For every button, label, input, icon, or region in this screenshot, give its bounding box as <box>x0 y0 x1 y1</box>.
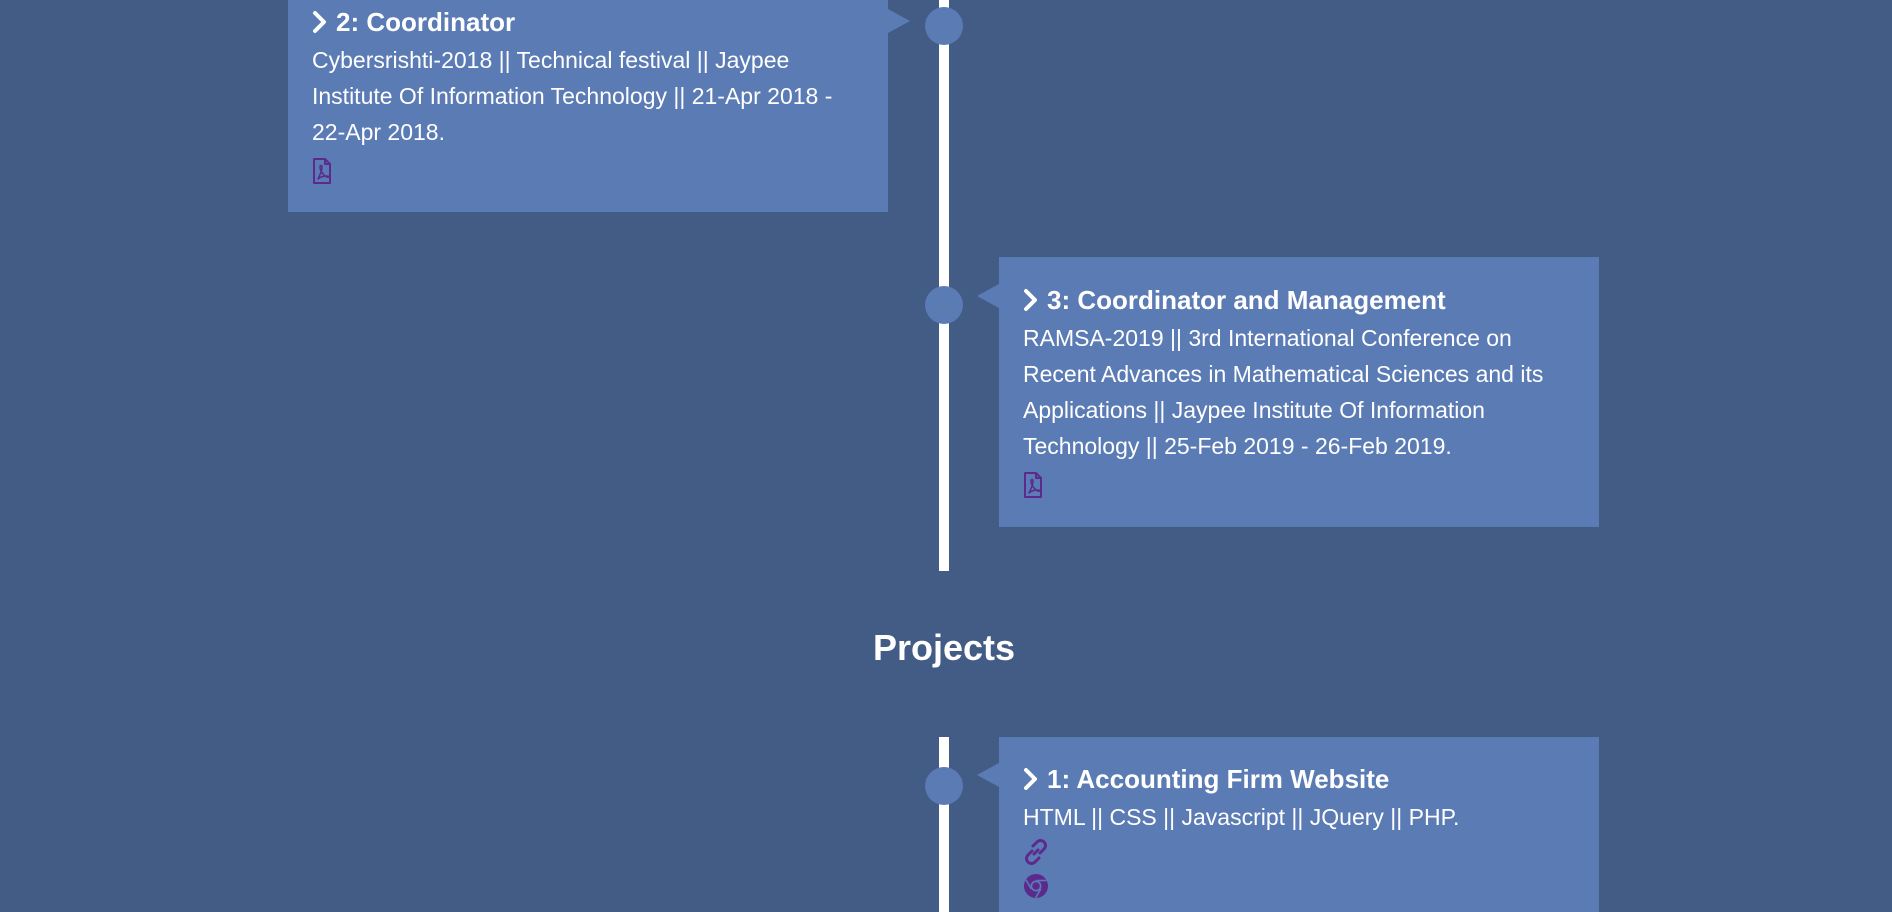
chevron-right-icon <box>1024 289 1037 311</box>
card-title-text: 2: Coordinator <box>336 7 516 37</box>
card-title: 3: Coordinator and Management <box>1023 257 1575 316</box>
card-description: Cybersrishti-2018 || Technical festival … <box>312 47 833 145</box>
card-description: RAMSA-2019 || 3rd International Conferen… <box>1023 325 1544 459</box>
timeline-dot <box>925 767 963 805</box>
section-heading-projects: Projects <box>872 627 1016 668</box>
card-title-text: 1: Accounting Firm Website <box>1047 764 1390 794</box>
pdf-file-icon[interactable] <box>1023 472 1049 498</box>
card-title: 1: Accounting Firm Website <box>1023 737 1575 795</box>
timeline-dot <box>925 286 963 324</box>
pdf-file-icon[interactable] <box>312 158 338 184</box>
card-description: HTML || CSS || Javascript || JQuery || P… <box>1023 804 1460 830</box>
card-pointer <box>977 284 999 308</box>
chrome-icon[interactable] <box>1023 873 1049 899</box>
card-title: 2: Coordinator <box>312 0 864 38</box>
card-title-text: 3: Coordinator and Management <box>1047 285 1446 315</box>
link-icon[interactable] <box>1023 839 1049 865</box>
timeline-dot <box>925 7 963 45</box>
chevron-right-icon <box>1024 768 1037 790</box>
timeline-line <box>939 0 949 571</box>
timeline-card: 2: Coordinator Cybersrishti-2018 || Tech… <box>288 0 910 212</box>
card-pointer <box>888 9 910 33</box>
timeline-card: 3: Coordinator and Management RAMSA-2019… <box>977 257 1599 527</box>
project-card: 1: Accounting Firm Website HTML || CSS |… <box>977 737 1599 912</box>
timeline-line <box>939 737 949 912</box>
chevron-right-icon <box>313 11 326 33</box>
card-pointer <box>977 763 999 787</box>
